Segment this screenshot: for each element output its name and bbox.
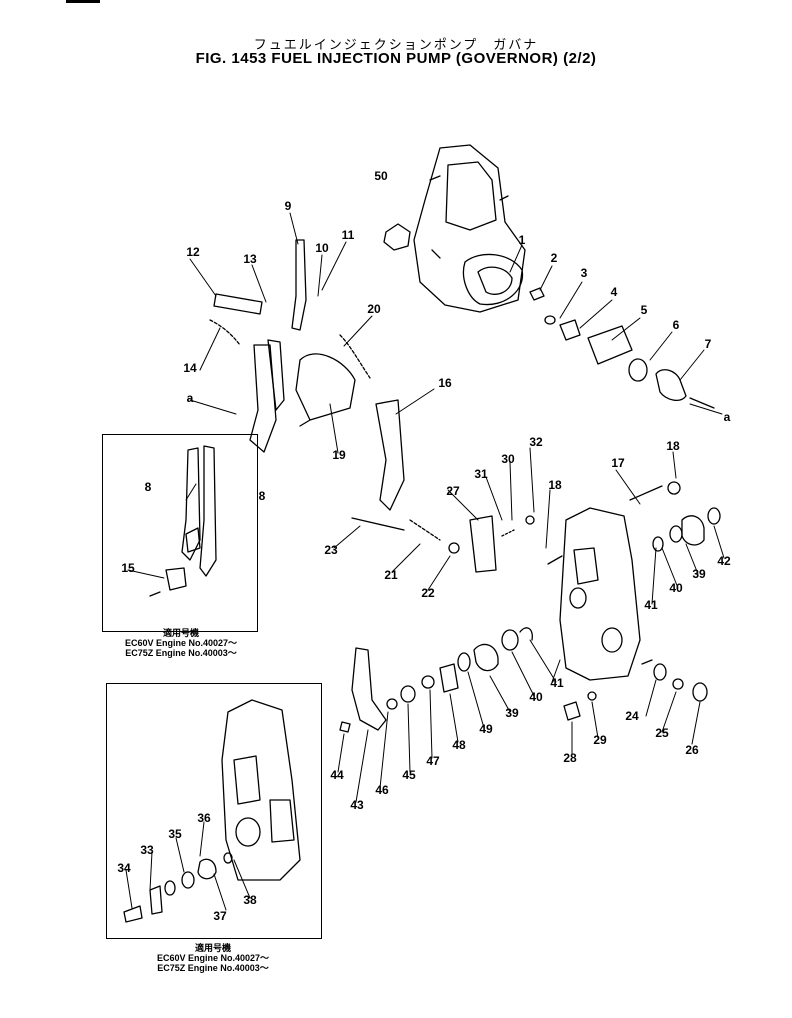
callout-38: 38 (243, 893, 257, 907)
callout-6: 6 (672, 318, 680, 332)
callout-26: 26 (685, 743, 699, 757)
callout-31: 31 (474, 467, 488, 481)
callout-1: 1 (518, 233, 526, 247)
callout-21: 21 (384, 568, 398, 582)
inset-lower-code-label: 適用号機 (194, 943, 231, 953)
callout-a-right: a (723, 410, 731, 424)
callout-50: 50 (374, 169, 388, 183)
callout-34: 34 (117, 861, 131, 875)
callout-20: 20 (367, 302, 381, 316)
callout-11: 11 (341, 228, 355, 242)
inset-upper-drawing (149, 445, 217, 597)
callout-29: 29 (593, 733, 607, 747)
callout-43: 43 (350, 798, 364, 812)
callout-33: 33 (140, 843, 154, 857)
leader-lines (125, 212, 725, 911)
callout-8: 8 (258, 489, 266, 503)
callout-9: 9 (284, 199, 292, 213)
callout-19: 19 (332, 448, 346, 462)
inset-lower-line1: EC60V Engine No.40027～ (156, 953, 270, 963)
callout-a-left: a (186, 391, 194, 405)
callout-14: 14 (183, 361, 197, 375)
callout-39-right: 39 (692, 567, 706, 581)
callout-39: 39 (505, 706, 519, 720)
callout-36: 36 (197, 811, 211, 825)
callout-28: 28 (563, 751, 577, 765)
callout-3: 3 (580, 266, 588, 280)
lower-row-parts (339, 627, 708, 733)
callout-15: 15 (121, 561, 135, 575)
callout-41-right: 41 (644, 598, 658, 612)
callout-25: 25 (655, 726, 669, 740)
callout-7: 7 (704, 337, 712, 351)
callout-13: 13 (243, 252, 257, 266)
figure-title: FIG. 1453 FUEL INJECTION PUMP (GOVERNOR)… (195, 50, 597, 67)
callout-30: 30 (501, 452, 515, 466)
inset-lower-note: 適用号機 EC60V Engine No.40027～ EC75Z Engine… (126, 943, 300, 973)
inset-lower-line2: EC75Z Engine No.40003～ (157, 963, 269, 973)
callout-44: 44 (330, 768, 344, 782)
callout-40: 40 (529, 690, 543, 704)
callout-46: 46 (375, 783, 389, 797)
callout-32: 32 (529, 435, 543, 449)
callout-17: 17 (611, 456, 625, 470)
callout-42: 42 (717, 554, 731, 568)
inset-lower-drawing (123, 699, 301, 923)
callout-49: 49 (479, 722, 493, 736)
title-japanese: フュエルインジェクションポンプ ガバナ (253, 38, 539, 53)
callout-27: 27 (446, 484, 460, 498)
inset-box-upper (102, 434, 258, 632)
callout-23: 23 (324, 543, 338, 557)
callout-35: 35 (168, 827, 182, 841)
callout-16: 16 (438, 376, 452, 390)
callout-4: 4 (610, 285, 618, 299)
callout-18: 18 (548, 478, 562, 492)
governor-housing-top (413, 144, 526, 313)
callout-48: 48 (452, 738, 466, 752)
callout-22: 22 (421, 586, 435, 600)
callout-18-right: 18 (666, 439, 680, 453)
inset-upper-line1: EC60V Engine No.40027～ (124, 638, 238, 648)
callout-47: 47 (426, 754, 440, 768)
callout-10: 10 (315, 241, 329, 255)
callout-2: 2 (550, 251, 558, 265)
callout-41: 41 (550, 676, 564, 690)
inset-upper-code-label: 適用号機 (162, 628, 199, 638)
callout-40-right: 40 (669, 581, 683, 595)
callout-12: 12 (186, 245, 200, 259)
shaft-parts-2-7 (529, 287, 715, 409)
governor-housing-main (547, 481, 721, 681)
inset-upper-line2: EC75Z Engine No.40003～ (125, 648, 237, 658)
link-parts-left (209, 239, 535, 573)
callout-8-upper: 8 (144, 480, 152, 494)
callout-37: 37 (213, 909, 227, 923)
cap-nut-50 (383, 223, 411, 251)
callout-45: 45 (402, 768, 416, 782)
inset-upper-note: 適用号機 EC60V Engine No.40027～ EC75Z Engine… (96, 628, 266, 658)
callout-5: 5 (640, 303, 648, 317)
callout-24: 24 (625, 709, 639, 723)
inset-box-lower (106, 683, 322, 939)
top-edge-mark (66, 0, 100, 3)
